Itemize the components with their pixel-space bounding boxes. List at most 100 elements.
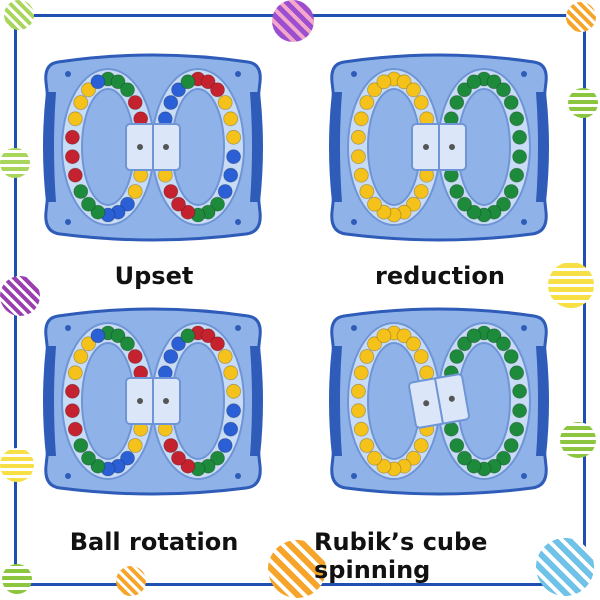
ball [200, 74, 216, 90]
ball [512, 149, 528, 165]
ball [486, 74, 502, 90]
body-screw [65, 219, 71, 225]
ball [110, 328, 126, 344]
screw [163, 144, 169, 150]
ball [419, 365, 435, 381]
ball [171, 450, 186, 466]
ball [127, 95, 143, 110]
ball [163, 95, 179, 110]
ball [163, 349, 179, 364]
ball [65, 129, 80, 145]
body-screw [521, 71, 527, 77]
ball [223, 421, 239, 437]
ball [210, 450, 225, 466]
ball [449, 95, 465, 110]
ball [509, 365, 525, 381]
caption-rubiks-cube-spinning: Rubik’s cube spinning [314, 528, 488, 584]
ball [367, 196, 382, 212]
body-screw [521, 473, 527, 479]
body-screw [351, 71, 357, 77]
ball [496, 82, 511, 98]
ball [406, 82, 421, 98]
decor-dot [548, 262, 594, 308]
screw [449, 144, 455, 150]
ball [353, 365, 369, 381]
decor-dot [2, 564, 32, 594]
toy-side-grip [536, 346, 549, 456]
ball [496, 336, 511, 352]
body-screw [235, 71, 241, 77]
ball [396, 74, 412, 90]
screw [137, 144, 143, 150]
decor-dot [560, 422, 596, 458]
toy-side-grip [329, 92, 342, 202]
ball [466, 74, 482, 90]
ball [359, 438, 375, 453]
ball [367, 336, 382, 352]
ball [81, 336, 96, 352]
ball [90, 328, 106, 344]
ball [509, 421, 525, 437]
ball [226, 149, 242, 165]
screw [423, 144, 429, 150]
caption-reduction: reduction [375, 262, 505, 290]
toy-svg [43, 53, 263, 242]
ball [353, 167, 369, 183]
body-screw [235, 325, 241, 331]
body-screw [65, 325, 71, 331]
ball [496, 450, 511, 466]
body-screw [235, 219, 241, 225]
ball [180, 328, 196, 344]
toy-side-grip [250, 346, 263, 456]
ball [359, 349, 375, 364]
caption-upset: Upset [114, 262, 194, 290]
ball [496, 196, 511, 212]
screw [137, 398, 143, 404]
center-block [125, 123, 181, 171]
screw [163, 398, 169, 404]
body-screw [351, 219, 357, 225]
body-screw [235, 473, 241, 479]
ball [486, 328, 502, 344]
ball [171, 82, 186, 98]
ball [367, 450, 382, 466]
puzzle-image-reduction [324, 52, 554, 242]
ball [67, 421, 83, 437]
ball [503, 349, 519, 364]
toy-side-grip [43, 92, 56, 202]
ball [376, 458, 392, 474]
block-seam [434, 378, 444, 424]
ball [210, 336, 225, 352]
ball [81, 82, 96, 98]
ball [73, 184, 89, 199]
ball [163, 438, 179, 453]
ball [90, 74, 106, 90]
body-screw [351, 325, 357, 331]
ball [67, 111, 83, 127]
puzzle-image-rubiks-cube-spinning [324, 306, 554, 496]
ball [65, 403, 80, 419]
decor-dot [268, 540, 326, 598]
ball [90, 458, 106, 474]
decor-dot [568, 88, 598, 118]
toy-svg [329, 307, 549, 496]
ball [163, 184, 179, 199]
decor-dot [116, 566, 146, 596]
ball [351, 383, 366, 399]
ball [351, 403, 366, 419]
ball [73, 438, 89, 453]
caption-ball-rotation: Ball rotation [69, 528, 239, 556]
toy-side-grip [329, 346, 342, 456]
puzzle-image-ball-rotation [38, 306, 268, 496]
ball [73, 349, 89, 364]
ball [120, 196, 135, 212]
decor-dot [536, 538, 594, 596]
ball [367, 82, 382, 98]
ball [512, 129, 528, 145]
ball [180, 458, 196, 474]
screw [448, 395, 455, 402]
ball [67, 167, 83, 183]
center-block [411, 123, 467, 171]
ball [180, 74, 196, 90]
center-block [125, 377, 181, 425]
